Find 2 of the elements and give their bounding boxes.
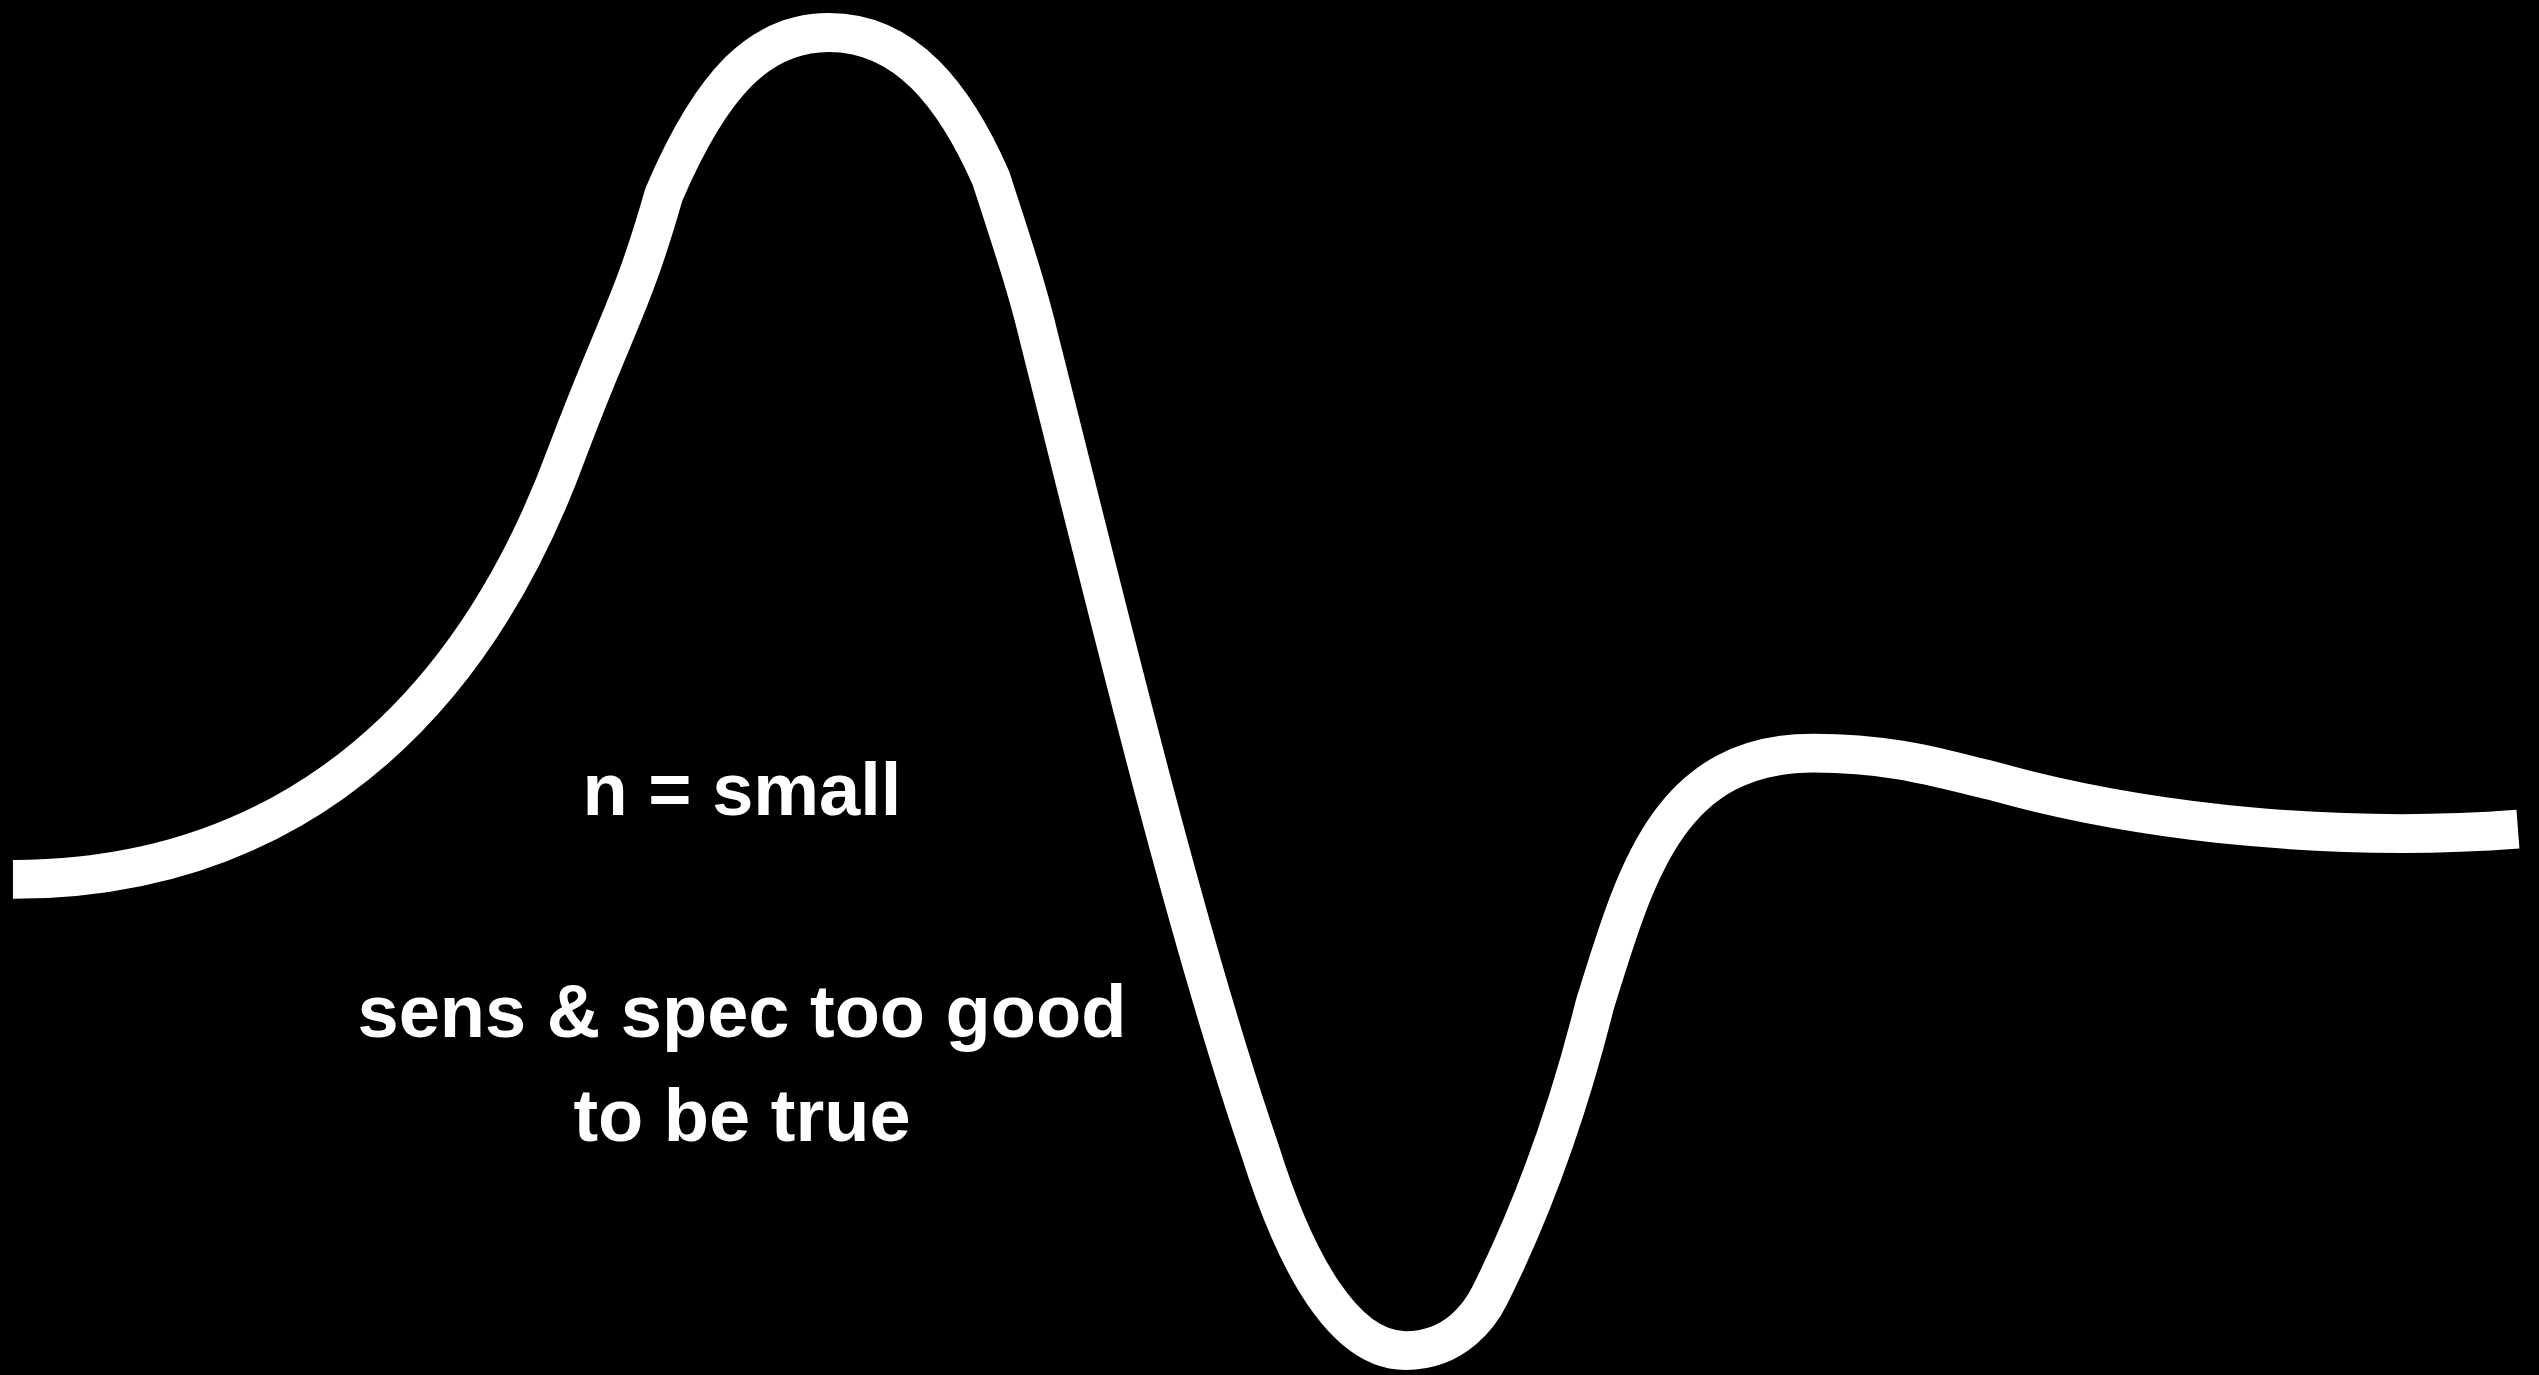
warning-note: sens & spec too good to be true bbox=[356, 969, 1128, 1159]
sample-size-note: n = small bbox=[581, 747, 903, 833]
